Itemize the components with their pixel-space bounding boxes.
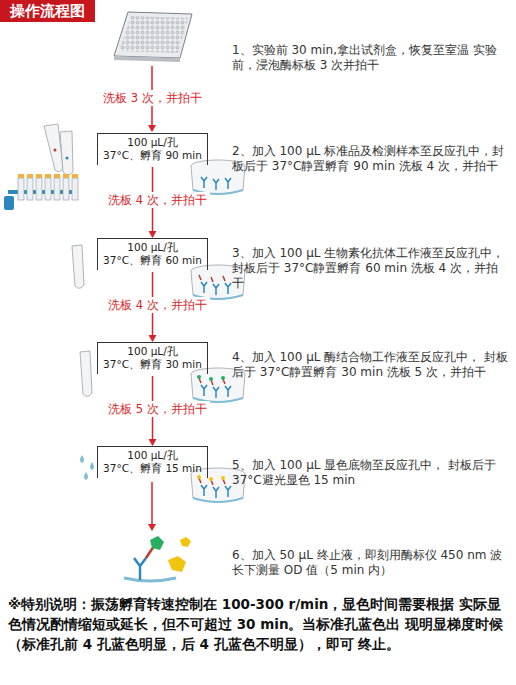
incubation-bracket: 100 μL/孔37°C、孵育 90 min bbox=[97, 133, 208, 165]
special-note: ※特别说明：振荡孵育转速控制在 100-300 r/min，显色时间需要根据 实… bbox=[8, 594, 510, 654]
bracket-text: 100 μL/孔 bbox=[102, 345, 203, 358]
bracket-text: 100 μL/孔 bbox=[102, 136, 203, 149]
tube bbox=[80, 351, 92, 396]
wash-label: 洗板 4 次，并拍干 bbox=[105, 297, 210, 313]
bracket-text: 37°C、孵育 30 min bbox=[102, 358, 203, 371]
step-text: 1、实验前 30 min,拿出试剂盒，恢复至室温 实验前，浸泡酶标板 3 次并拍… bbox=[232, 43, 510, 73]
step-text: 2、加入 100 μL 标准品及检测样本至反应孔中，封 板后于 37°C静置孵育… bbox=[232, 144, 510, 174]
detection-complex bbox=[124, 536, 191, 581]
microplate bbox=[114, 12, 192, 62]
step-text: 4、加入 100 μL 酶结合物工作液至反应孔中， 封板后于 37°C静置孵育 … bbox=[232, 350, 510, 380]
flow-arrow bbox=[151, 482, 153, 530]
step-text: 6、加入 50 μL 终止液，即刻用酶标仪 450 nm 波 长下测量 OD 值… bbox=[232, 548, 510, 578]
step-text: 5、加入 100 μL 显色底物至反应孔中， 封板后于 37°C避光显色 15 … bbox=[232, 458, 510, 488]
tube bbox=[72, 245, 84, 288]
bracket-text: 37°C、孵育 90 min bbox=[102, 149, 203, 162]
wash-label: 洗板 4 次，并拍干 bbox=[105, 192, 210, 208]
bracket-text: 100 μL/孔 bbox=[102, 241, 203, 254]
bracket-text: 37°C、孵育 15 min bbox=[102, 462, 203, 475]
step-text: 3、加入 100 μL 生物素化抗体工作液至反应孔中， 封板后于 37°C静置孵… bbox=[232, 246, 510, 291]
bracket-text: 37°C、孵育 60 min bbox=[102, 254, 203, 267]
incubation-bracket: 100 μL/孔37°C、孵育 30 min bbox=[97, 342, 208, 374]
drops bbox=[80, 455, 94, 480]
incubation-bracket: 100 μL/孔37°C、孵育 60 min bbox=[97, 238, 208, 270]
wash-label: 洗板 5 次，并拍干 bbox=[105, 401, 210, 417]
wash-label: 洗板 3 次，并拍干 bbox=[100, 90, 205, 106]
bracket-text: 100 μL/孔 bbox=[102, 449, 203, 462]
incubation-bracket: 100 μL/孔37°C、孵育 15 min bbox=[97, 446, 208, 478]
sample-tubes bbox=[4, 124, 78, 210]
title-banner: 操作流程图 bbox=[0, 0, 95, 22]
